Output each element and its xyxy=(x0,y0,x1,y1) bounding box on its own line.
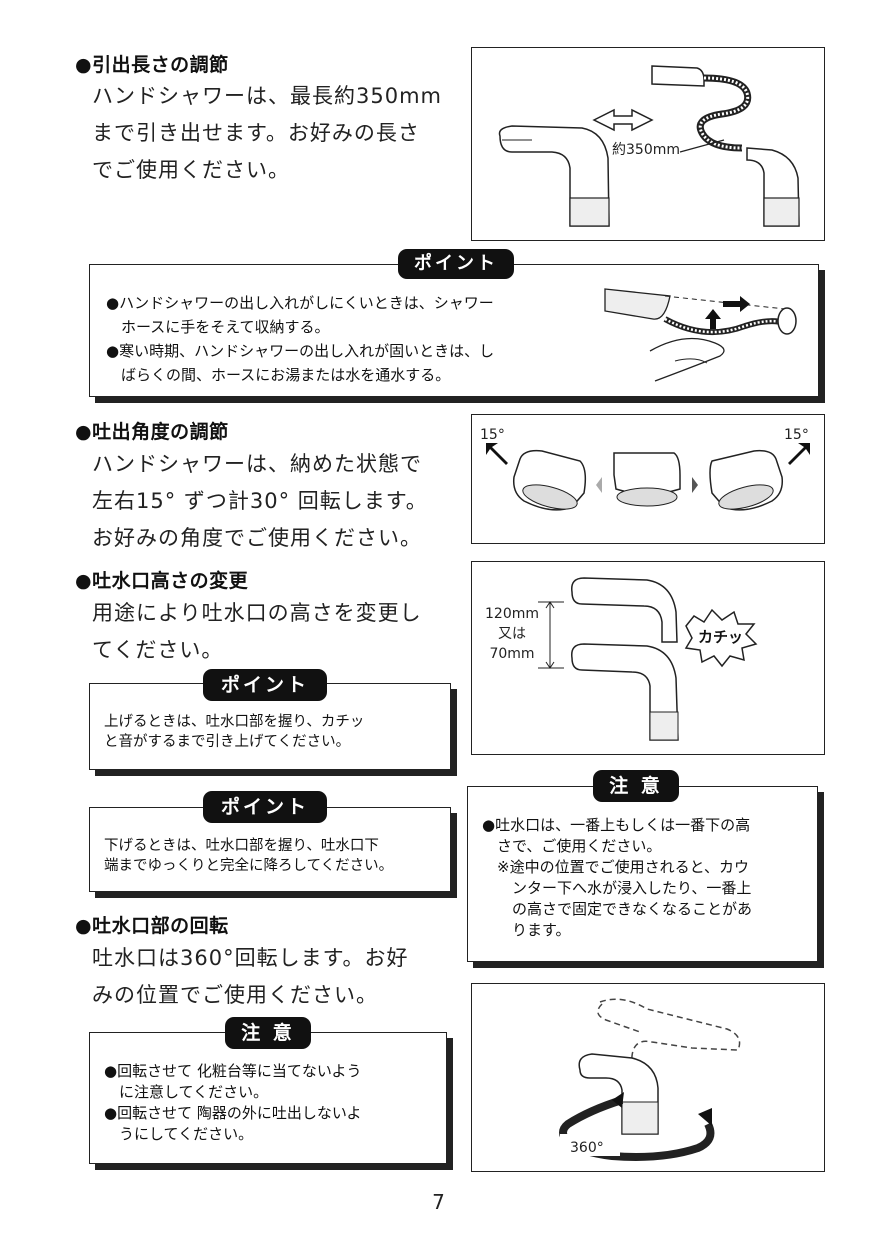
caution-line: ンター下へ水が浸入したり、一番上 xyxy=(482,879,752,897)
angle-left-label: 15° xyxy=(480,427,505,443)
height-labels: 120mm 又は 70mm xyxy=(482,604,542,664)
point-line: 端までゆっくりと完全に降ろしてください。 xyxy=(104,858,394,874)
section-text-height: 用途により吐水口の高さを変更し てください。 xyxy=(92,595,422,669)
caution-box-rotation: ●回転させて 化粧台等に当てないよう に注意してください。 ●回転させて 陶器の… xyxy=(89,1032,447,1164)
point-text-raise: 上げるときは、吐水口部を握り、カチッ と音がするまで引き上げてください。 xyxy=(104,712,444,752)
caution-line: ●回転させて 陶器の外に吐出しないよ xyxy=(104,1104,362,1122)
text-line: お好みの角度でご使用ください。 xyxy=(92,526,422,550)
caution-line: に注意してください。 xyxy=(104,1083,269,1101)
section-heading-pull-length: ●引出長さの調節 xyxy=(75,54,229,76)
point-line: ●寒い時期、ハンドシャワーの出し入れが固いときは、し xyxy=(106,342,495,360)
rotation-label: 360° xyxy=(570,1140,604,1156)
page-number: 7 xyxy=(432,1190,445,1214)
caution-line: さで、ご使用ください。 xyxy=(482,837,662,855)
faucet-pull-out-illustration: 約350mm xyxy=(498,65,800,227)
figure-height: 120mm 又は 70mm カチッ xyxy=(471,561,825,755)
caution-line: ●回転させて 化粧台等に当てないよう xyxy=(104,1062,362,1080)
point-badge: ポイント xyxy=(203,669,327,701)
caution-badge: 注 意 xyxy=(225,1017,311,1049)
point-line: と音がするまで引き上げてください。 xyxy=(104,734,351,750)
point-box-raise: 上げるときは、吐水口部を握り、カチッ と音がするまで引き上げてください。 xyxy=(89,683,451,770)
figure-rotation: 360° xyxy=(471,983,825,1172)
spout-height-illustration: カチッ xyxy=(538,577,758,741)
point-badge: ポイント xyxy=(398,249,514,279)
point-line: 上げるときは、吐水口部を握り、カチッ xyxy=(104,714,365,730)
section-text-angle: ハンドシャワーは、納めた状態で 左右15° ずつ計30° 回転します。 お好みの… xyxy=(92,446,428,557)
caution-line: うにしてください。 xyxy=(104,1125,254,1143)
caution-line: ※途中の位置でご使用されると、カウ xyxy=(482,858,749,876)
section-heading-rotation: ●吐水口部の回転 xyxy=(75,915,229,937)
caution-badge: 注 意 xyxy=(593,770,679,802)
text-line: まで引き出せます。お好みの長さ xyxy=(92,121,420,145)
text-line: てください。 xyxy=(92,638,224,662)
caution-text-height: ●吐水口は、一番上もしくは一番下の高 さで、ご使用ください。 ※途中の位置でご使… xyxy=(482,815,812,941)
caution-box-height: ●吐水口は、一番上もしくは一番下の高 さで、ご使用ください。 ※途中の位置でご使… xyxy=(467,786,818,962)
caution-text-rotation: ●回転させて 化粧台等に当てないよう に注意してください。 ●回転させて 陶器の… xyxy=(104,1061,439,1145)
height-label-line: 70mm xyxy=(489,646,535,662)
text-line: でご使用ください。 xyxy=(92,158,290,182)
point-text-lower: 下げるときは、吐水口部を握り、吐水口下 端までゆっくりと完全に降ろしてください。 xyxy=(104,836,444,876)
caution-line: の高さで固定できなくなることがあ xyxy=(482,900,753,918)
hand-with-hose-illustration xyxy=(604,288,797,382)
caution-line: ●吐水口は、一番上もしくは一番下の高 xyxy=(482,816,751,834)
section-text-pull-length: ハンドシャワーは、最長約350mm まで引き出せます。お好みの長さ でご使用くだ… xyxy=(92,78,442,189)
section-text-rotation: 吐水口は360°回転します。お好 みの位置でご使用ください。 xyxy=(92,940,408,1014)
text-line: ハンドシャワーは、納めた状態で xyxy=(92,452,422,476)
section-heading-height: ●吐水口高さの変更 xyxy=(75,570,249,592)
angle-right-label: 15° xyxy=(784,427,809,443)
text-line: みの位置でご使用ください。 xyxy=(92,983,378,1007)
text-line: 吐水口は360°回転します。お好 xyxy=(92,946,409,970)
click-sound-label: カチッ xyxy=(698,628,743,646)
figure-angle: 15° 15° xyxy=(471,414,825,544)
point-box-handshower: ●ハンドシャワーの出し入れがしにくいときは、シャワー ホースに手をそえて収納する… xyxy=(89,264,819,397)
caution-line: ります。 xyxy=(482,921,571,939)
spout-rotation-illustration: 360° xyxy=(559,998,741,1161)
shower-head-rotation-illustration: 15° 15° xyxy=(480,427,810,511)
pull-length-label: 約350mm xyxy=(612,142,680,158)
point-line: ホースに手をそえて収納する。 xyxy=(106,318,330,336)
point-text-handshower: ●ハンドシャワーの出し入れがしにくいときは、シャワー ホースに手をそえて収納する… xyxy=(106,291,586,387)
point-line: ばらくの間、ホースにお湯または水を通水する。 xyxy=(106,366,451,384)
text-line: 左右15° ずつ計30° 回転します。 xyxy=(92,489,428,513)
figure-pull-length: 約350mm xyxy=(471,47,825,241)
point-badge: ポイント xyxy=(203,791,327,823)
point-line: ●ハンドシャワーの出し入れがしにくいときは、シャワー xyxy=(106,294,494,312)
height-label-line: 120mm xyxy=(485,606,539,622)
section-heading-angle: ●吐出角度の調節 xyxy=(75,421,229,443)
text-line: 用途により吐水口の高さを変更し xyxy=(92,601,422,625)
text-line: ハンドシャワーは、最長約350mm xyxy=(92,84,442,108)
point-line: 下げるときは、吐水口部を握り、吐水口下 xyxy=(104,838,379,854)
height-label-line: 又は xyxy=(498,626,526,642)
